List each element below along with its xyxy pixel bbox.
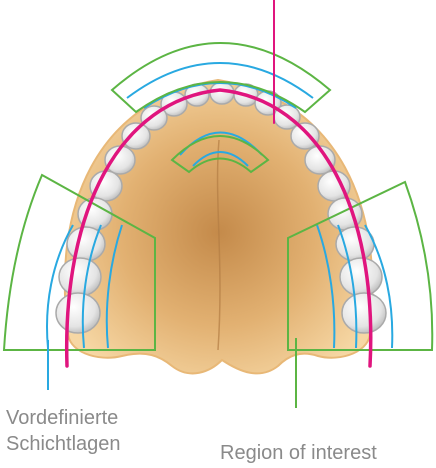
tooth <box>291 123 319 149</box>
label-predefined-layers-line1: Vordefinierte <box>6 405 121 431</box>
tooth <box>56 293 100 333</box>
tooth <box>340 258 382 296</box>
label-region-of-interest: Region of interest <box>220 440 377 466</box>
tooth <box>342 293 386 333</box>
label-predefined-layers-line2: Schichtlagen <box>6 431 121 457</box>
tooth <box>59 258 101 296</box>
tooth <box>122 123 150 149</box>
label-predefined-layers: Vordefinierte Schichtlagen <box>6 405 121 457</box>
